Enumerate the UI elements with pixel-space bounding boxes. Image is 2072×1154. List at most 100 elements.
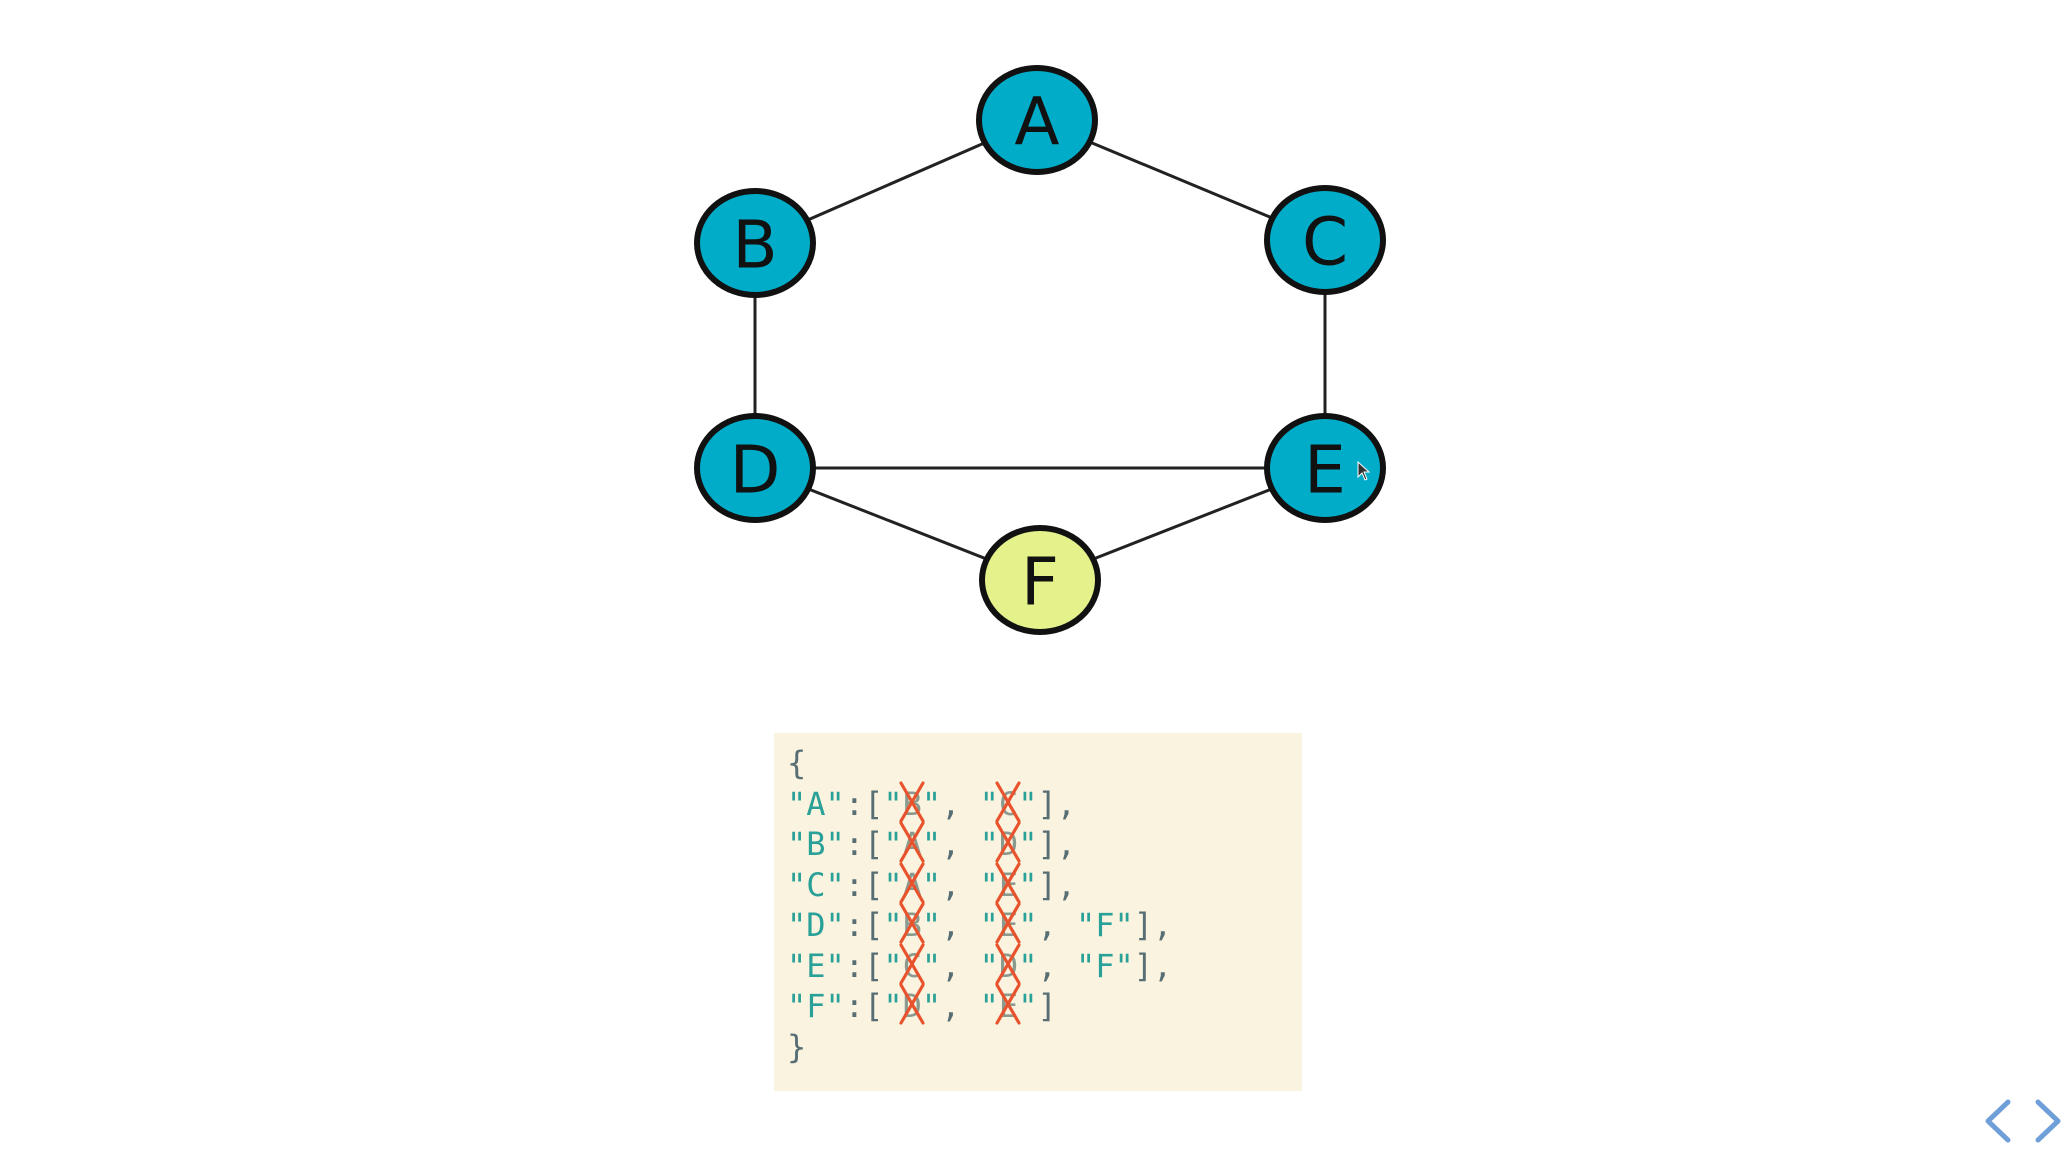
- code-quote: ": [883, 825, 903, 863]
- crossed-neighbor: A: [898, 861, 925, 906]
- crossed-neighbor: C: [898, 942, 925, 987]
- code-punct: :[: [844, 825, 884, 863]
- node-circle: [1264, 185, 1386, 295]
- code-punct: :[: [844, 865, 884, 904]
- neighbor-letter: A: [902, 865, 922, 904]
- node-circle: [979, 525, 1101, 635]
- node-c: C: [1264, 185, 1386, 295]
- code-key: "B": [787, 825, 845, 863]
- crossed-neighbor: E: [995, 861, 1021, 906]
- code-punct: ,: [1037, 946, 1076, 985]
- graph-nodes: A B C D E F: [694, 65, 1386, 635]
- neighbor-letter: F: [1095, 946, 1115, 985]
- code-punct: ],: [1037, 784, 1076, 823]
- code-quote: ": [921, 906, 942, 944]
- crossed-neighbor: E: [995, 902, 1021, 946]
- node-b: B: [694, 188, 816, 298]
- code-punct: :[: [844, 987, 884, 1025]
- code-quote: ": [921, 865, 942, 904]
- code-line-e: "E":["C", "D", "F"],: [787, 942, 1302, 987]
- crossed-neighbor: B: [898, 780, 925, 825]
- node-label: C: [1302, 204, 1348, 281]
- code-quote: ": [883, 906, 903, 944]
- code-punct: ,: [1037, 906, 1076, 944]
- code-punct: :[: [844, 946, 884, 985]
- neighbor-letter: B: [902, 906, 922, 944]
- code-quote: ": [883, 865, 903, 904]
- code-quote: ": [1018, 784, 1038, 823]
- code-key: "D": [787, 906, 845, 944]
- neighbor-letter: C: [902, 946, 922, 985]
- code-line-d: "D":["B", "E", "F"],: [787, 902, 1302, 946]
- code-line-b: "B":["A", "D"],: [787, 821, 1302, 865]
- node-label: D: [730, 432, 781, 509]
- code-punct: ],: [1133, 946, 1173, 985]
- code-key: "E": [787, 946, 845, 985]
- neighbor-letter: B: [902, 784, 922, 823]
- code-quote: ": [883, 946, 903, 985]
- code-key: "C": [787, 865, 845, 904]
- code-quote: ": [979, 865, 999, 904]
- node-e: E: [1264, 413, 1386, 523]
- code-quote: ": [1018, 865, 1038, 904]
- code-punct: ,: [941, 865, 980, 904]
- node-a: A: [976, 65, 1098, 175]
- crossed-neighbor: D: [898, 983, 925, 1027]
- node-label: E: [1304, 432, 1346, 509]
- neighbor-letter: E: [998, 987, 1019, 1025]
- code-quote: ": [1075, 946, 1096, 985]
- code-punct: ],: [1037, 865, 1076, 904]
- node-circle: [694, 413, 816, 523]
- code-punct: ],: [1133, 906, 1173, 944]
- code-quote: ": [921, 987, 942, 1025]
- code-quote: ": [1018, 906, 1038, 944]
- code-punct: ,: [941, 825, 980, 863]
- code-quote: ": [1075, 906, 1096, 944]
- crossed-neighbor: E: [995, 983, 1021, 1027]
- code-line-a: "A":["B", "C"],: [787, 780, 1302, 825]
- neighbor-letter: D: [998, 946, 1019, 985]
- neighbor-letter: E: [998, 906, 1019, 944]
- graph-edges: [753, 118, 1327, 582]
- mouse-pointer-icon: [1357, 461, 1371, 481]
- code-punct: ,: [941, 987, 980, 1025]
- node-circle: [976, 65, 1098, 175]
- code-quote: ": [883, 784, 903, 823]
- neighbor-letter: C: [998, 784, 1019, 823]
- code-quote: ": [979, 906, 999, 944]
- code-punct: :[: [844, 784, 884, 823]
- code-line-c: "C":["A", "E"],: [787, 861, 1302, 906]
- code-quote: ": [979, 825, 999, 863]
- code-quote: ": [1018, 946, 1038, 985]
- code-quote: ": [1018, 987, 1038, 1025]
- code-punct: ],: [1037, 825, 1076, 863]
- code-punct: ,: [941, 906, 980, 944]
- code-quote: ": [979, 946, 999, 985]
- code-quote: ": [921, 784, 942, 823]
- neighbor-letter: F: [1095, 906, 1115, 944]
- code-quote: ": [921, 946, 942, 985]
- code-quote: ": [979, 987, 999, 1025]
- node-label: F: [1021, 544, 1059, 621]
- code-key: "A": [787, 784, 845, 823]
- node-label: A: [1014, 84, 1059, 161]
- node-label: B: [732, 207, 777, 284]
- chevron-left-icon[interactable]: [1980, 1096, 2016, 1146]
- neighbor-letter: E: [998, 865, 1019, 904]
- code-quote: ": [979, 784, 999, 823]
- code-quote: ": [1114, 946, 1134, 985]
- neighbor-letter: A: [902, 825, 922, 863]
- crossed-neighbor: A: [898, 821, 925, 865]
- code-close-brace: }: [787, 1027, 807, 1066]
- adjacency-list-code: {"A":["B", "C"],"B":["A", "D"],"C":["A",…: [774, 733, 1302, 1091]
- node-f: F: [979, 525, 1101, 635]
- neighbor-letter: D: [902, 987, 922, 1025]
- node-d: D: [694, 413, 816, 523]
- crossed-neighbor: C: [995, 780, 1021, 825]
- code-punct: ,: [941, 946, 980, 985]
- chevron-right-icon[interactable]: [2030, 1096, 2066, 1146]
- code-punct: ,: [941, 784, 980, 823]
- code-quote: ": [1018, 825, 1038, 863]
- code-open-brace: {: [787, 744, 807, 782]
- node-circle: [1264, 413, 1386, 523]
